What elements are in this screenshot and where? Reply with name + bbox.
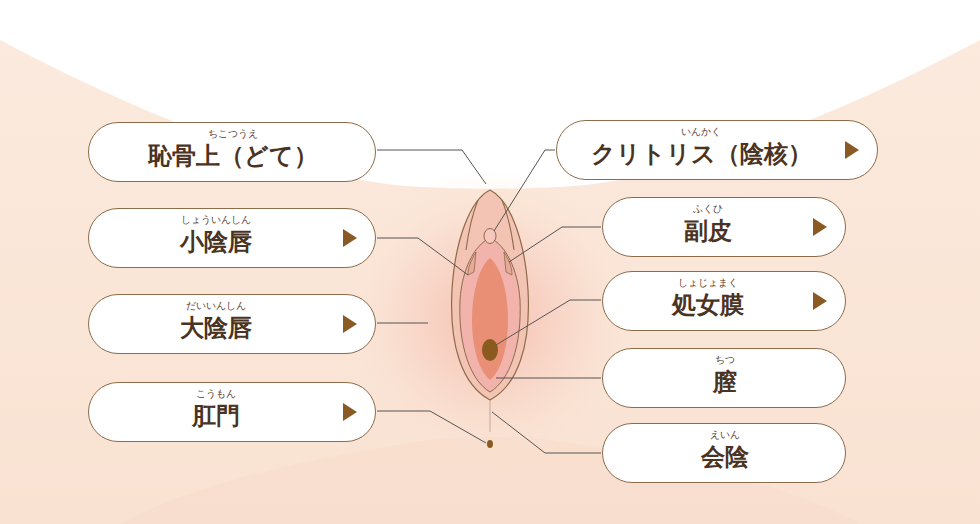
furigana: しょじょまく (607, 277, 809, 289)
label-box: だいいんしん大陰唇 (88, 294, 376, 354)
leader-line (377, 411, 486, 443)
part-name: 小陰唇 (93, 227, 339, 257)
triangle-shape (343, 315, 357, 333)
label-box: ちこつうえ恥骨上（どて） (88, 122, 376, 182)
label-box: ちつ膣 (602, 348, 846, 408)
label-box: こうもん肛門 (88, 382, 376, 442)
label-box: しょういんしん小陰唇 (88, 208, 376, 268)
triangle-shape (343, 229, 357, 247)
furigana: ちこつうえ (89, 128, 377, 140)
leader-lines (377, 150, 601, 453)
furigana: いんかく (561, 126, 841, 138)
hood-lines (466, 200, 514, 250)
triangle-shape (845, 141, 859, 159)
link-triangle (343, 229, 357, 247)
furigana: ちつ (603, 354, 847, 366)
body-silhouette (0, 40, 980, 524)
furigana: こうもん (93, 388, 339, 400)
perineum-line (490, 400, 491, 432)
leader-line (377, 150, 486, 184)
furigana: ふくひ (607, 203, 809, 215)
triangle-shape (813, 292, 827, 310)
furigana: しょういんしん (93, 214, 339, 226)
triangle-shape (813, 218, 827, 236)
anus-dot (487, 440, 493, 448)
label-box: しょじょまく処女膜 (602, 271, 846, 331)
link-triangle (845, 141, 859, 159)
leader-line (492, 412, 601, 453)
link-triangle (813, 218, 827, 236)
leader-line (494, 150, 555, 231)
part-name: 膣 (603, 367, 847, 397)
part-name: 会陰 (603, 442, 847, 472)
hymen-opening (482, 339, 498, 361)
label-box: いんかくクリトリス（陰核） (556, 120, 878, 180)
part-name: クリトリス（陰核） (561, 139, 841, 169)
part-name: 肛門 (93, 401, 339, 431)
furigana: えいん (603, 429, 847, 441)
part-name: 大陰唇 (93, 313, 339, 343)
leader-line (496, 378, 601, 379)
vestibule (472, 258, 508, 380)
leader-line (509, 227, 601, 262)
link-triangle (343, 315, 357, 333)
label-box: えいん会陰 (602, 423, 846, 483)
leader-line (496, 300, 601, 345)
leader-line (377, 238, 468, 275)
labia-majora (452, 190, 529, 400)
link-triangle (343, 403, 357, 421)
triangle-shape (343, 403, 357, 421)
part-name: 恥骨上（どて） (89, 141, 377, 171)
part-name: 副皮 (607, 216, 809, 246)
furigana: だいいんしん (93, 300, 339, 312)
label-box: ふくひ副皮 (602, 197, 846, 257)
part-name: 処女膜 (607, 290, 809, 320)
link-triangle (813, 292, 827, 310)
leader-line (377, 323, 428, 324)
